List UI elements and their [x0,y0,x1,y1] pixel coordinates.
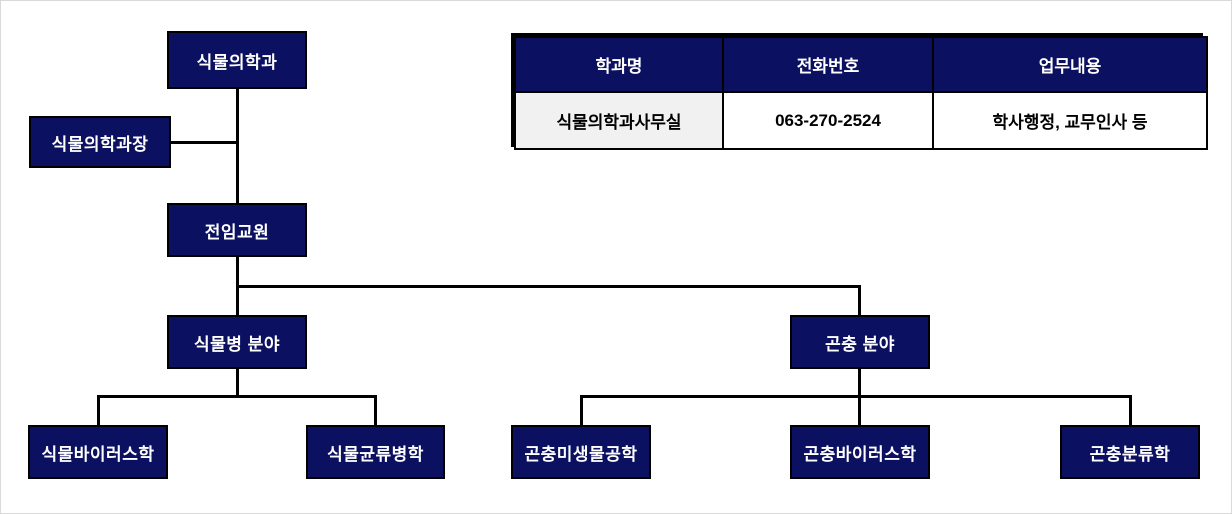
org-node-insect-taxonomy[interactable]: 곤충분류학 [1060,425,1200,479]
connector-plant-child-bus [97,395,376,398]
org-node-label: 식물병 분야 [194,334,280,354]
connector-drop-plant-disease [236,285,239,315]
org-node-label: 곤충 분야 [825,334,895,354]
connector-drop-insect-taxonomy [1129,395,1132,425]
column-header-department: 학과명 [514,36,724,93]
org-node-plant-disease[interactable]: 식물병 분야 [167,315,307,369]
connector-branch-to-dept-head [171,141,239,144]
org-node-plant-virology[interactable]: 식물바이러스학 [28,425,168,479]
column-header-duties: 업무내용 [932,36,1208,93]
connector-drop-plant-mycology [374,395,377,425]
connector-insect-child-bus [580,395,1131,398]
org-node-insect-virology[interactable]: 곤충바이러스학 [790,425,930,479]
org-node-insect[interactable]: 곤충 분야 [790,315,930,369]
org-node-label: 곤충미생물공학 [524,444,638,464]
org-node-label: 전임교원 [204,222,270,242]
org-node-label: 식물의학과 [196,52,278,72]
connector-insect-drop [858,369,861,397]
org-node-label: 곤충바이러스학 [803,444,917,464]
org-node-dept-head[interactable]: 식물의학과장 [29,116,171,168]
org-node-label: 곤충분류학 [1089,444,1171,464]
connector-drop-insect [858,285,861,315]
connector-plant-disease-drop [236,369,239,397]
contact-info-table: 학과명 전화번호 업무내용 식물의학과사무실 063-270-2524 학사행정… [511,33,1208,150]
org-node-plant-mycology[interactable]: 식물균류병학 [306,425,445,479]
org-node-label: 식물바이러스학 [41,444,155,464]
cell-phone: 063-270-2524 [722,91,934,150]
connector-drop-insect-microbio [580,395,583,425]
org-node-faculty[interactable]: 전임교원 [167,203,307,257]
org-node-label: 식물의학과장 [51,134,149,154]
connector-division-bus [236,285,861,288]
cell-department: 식물의학과사무실 [514,91,724,150]
connector-trunk-dept-to-faculty [236,89,239,203]
org-node-insect-microbio[interactable]: 곤충미생물공학 [511,425,651,479]
org-node-label: 식물균류병학 [327,444,424,464]
org-node-dept[interactable]: 식물의학과 [167,31,307,89]
table-row: 식물의학과사무실 063-270-2524 학사행정, 교무인사 등 [514,91,1208,150]
cell-duties: 학사행정, 교무인사 등 [932,91,1208,150]
column-header-phone: 전화번호 [722,36,934,93]
connector-drop-plant-virology [97,395,100,425]
table-header-row: 학과명 전화번호 업무내용 [514,36,1208,93]
connector-drop-insect-virology [858,395,861,425]
